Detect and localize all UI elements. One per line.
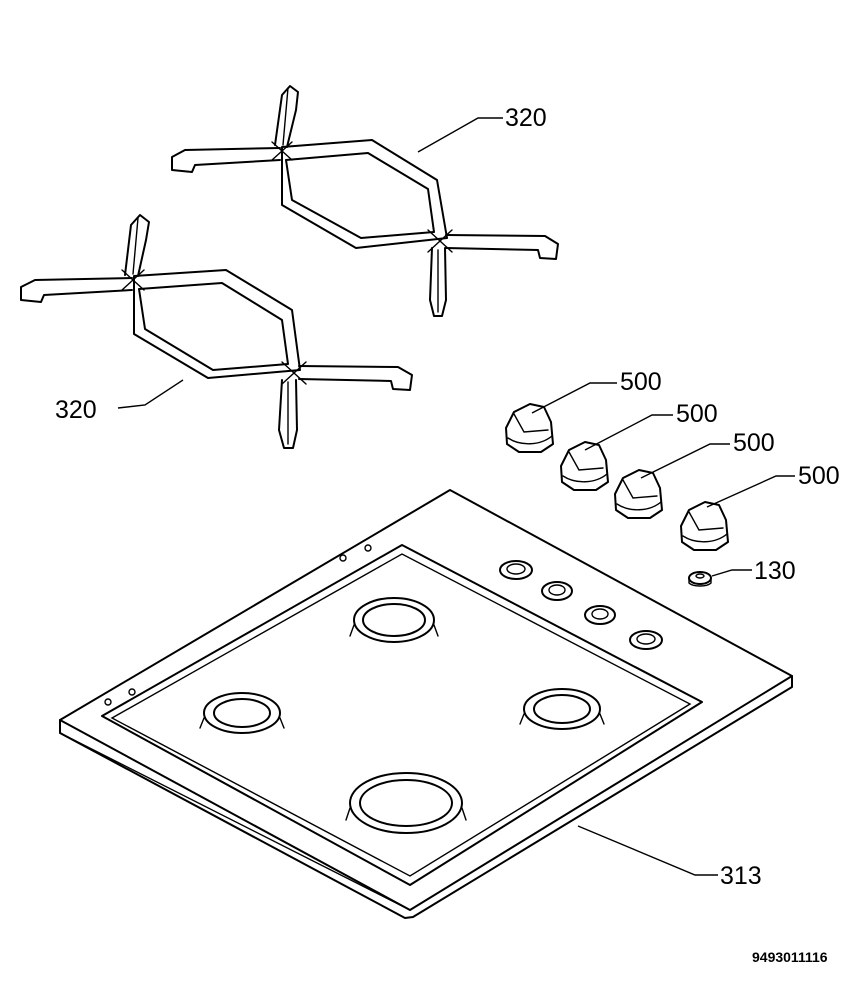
- spacer-ring-130: [688, 571, 712, 587]
- pan-support-upper: [171, 85, 559, 317]
- burner-rear: [349, 597, 439, 643]
- knob-3: [614, 469, 663, 519]
- label-130: 130: [754, 557, 796, 585]
- burner-front: [345, 772, 467, 834]
- label-500-knob-3: 500: [733, 429, 775, 457]
- leader-lines: [117, 117, 795, 876]
- knob-4: [680, 501, 729, 551]
- drawing-code: 9493011116: [752, 949, 828, 965]
- label-500-knob-1: 500: [620, 368, 662, 396]
- burner-right: [519, 688, 605, 730]
- label-320-upper: 320: [505, 104, 547, 132]
- burner-left: [199, 692, 285, 734]
- spindle-holes: [499, 560, 663, 650]
- knob-1: [505, 403, 554, 453]
- label-500-knob-4: 500: [798, 462, 840, 490]
- knob-2: [560, 441, 609, 491]
- label-313: 313: [720, 862, 762, 890]
- label-320-lower: 320: [55, 396, 97, 424]
- pan-support-lower: [20, 214, 413, 449]
- hob-top-plate: [59, 489, 793, 919]
- label-500-knob-2: 500: [676, 400, 718, 428]
